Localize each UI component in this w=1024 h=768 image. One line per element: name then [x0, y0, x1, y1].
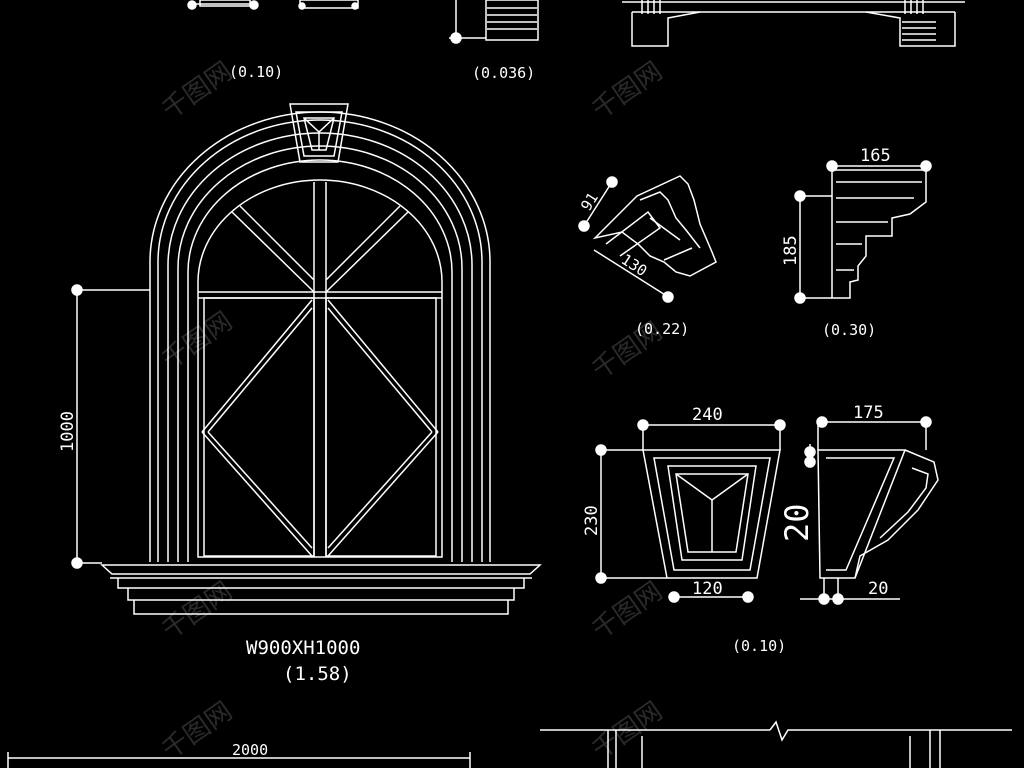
bracket-b-width: 165 — [860, 146, 891, 166]
window-size-label: W900XH1000 — [246, 637, 360, 659]
watermark: 千图网 — [587, 696, 668, 765]
top-left-area-label: (0.10) — [229, 63, 283, 81]
bracket-b-area: (0.30) — [822, 321, 876, 339]
top-mid-area-label: (0.036) — [472, 64, 535, 82]
arched-window-elevation — [71, 103, 542, 615]
keystone-side-width: 175 — [853, 403, 884, 423]
watermark: 千图网 — [157, 696, 238, 765]
keystone-small-dim: 20 — [868, 579, 888, 599]
bracket-a-dim-a: 91 — [577, 189, 602, 214]
top-partial-details — [187, 0, 965, 47]
keystone-bottom-width: 120 — [692, 579, 723, 599]
keystone-detail — [595, 416, 939, 605]
keystone-height: 230 — [582, 505, 602, 536]
watermarks: 千图网 千图网 千图网 千图网 千图网 千图网 千图网 千图网 — [157, 56, 668, 765]
bracket-isometric-detail — [578, 175, 717, 303]
bracket-a-area: (0.22) — [635, 320, 689, 338]
window-height-dimension: 1000 — [58, 411, 78, 452]
keystone-area: (0.10) — [732, 637, 786, 655]
bottom-partial-details — [7, 720, 1012, 768]
watermark: 千图网 — [587, 56, 668, 125]
bracket-b-height: 185 — [781, 235, 801, 266]
bracket-profile-detail — [794, 160, 932, 304]
bottom-dimension: 2000 — [232, 741, 268, 759]
keystone-top-width: 240 — [692, 405, 723, 425]
window-area-label: (1.58) — [283, 663, 352, 685]
watermark: 千图网 — [157, 576, 238, 645]
watermark: 千图网 — [157, 56, 238, 125]
watermark: 千图网 — [587, 576, 668, 645]
keystone-thickness: 20 — [778, 503, 816, 542]
